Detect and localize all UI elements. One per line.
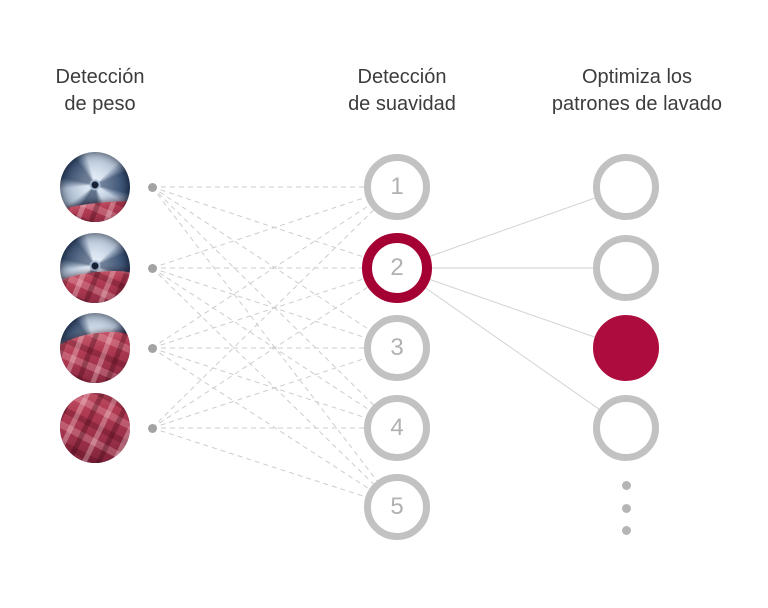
input-connector-dot bbox=[148, 264, 157, 273]
dashed-edge bbox=[151, 186, 398, 349]
header-optimize-wash-patterns: Optimiza los patrones de lavado bbox=[551, 66, 723, 115]
washer-drum-load-most-image bbox=[60, 313, 130, 383]
dashed-edge bbox=[151, 347, 398, 429]
output-node-2 bbox=[593, 235, 659, 301]
input-connector-dot bbox=[148, 424, 157, 433]
hidden-node-4-label: 4 bbox=[390, 414, 404, 441]
hidden-node-5-label: 5 bbox=[390, 493, 404, 520]
output-node-1 bbox=[593, 154, 659, 220]
dashed-edge bbox=[151, 347, 398, 508]
dashed-edge bbox=[151, 267, 398, 429]
solid-edge bbox=[396, 267, 627, 429]
washer-drum-load-quarter-image bbox=[60, 152, 130, 222]
hidden-node-4: 4 bbox=[364, 395, 430, 461]
hidden-node-5: 5 bbox=[364, 474, 430, 540]
ellipsis-dot bbox=[622, 526, 631, 535]
dashed-edge bbox=[151, 427, 398, 508]
red-fabric-medium bbox=[60, 268, 130, 303]
dashed-edge bbox=[151, 186, 398, 508]
ellipsis-dot bbox=[622, 481, 631, 490]
hidden-node-1: 1 bbox=[364, 154, 430, 220]
output-node-3-active bbox=[593, 315, 659, 381]
solid-edge bbox=[396, 186, 627, 269]
washer-drum-load-half-image bbox=[60, 233, 130, 303]
output-node-4 bbox=[593, 395, 659, 461]
hidden-node-1-label: 1 bbox=[390, 173, 404, 200]
hidden-node-3: 3 bbox=[364, 315, 430, 381]
hidden-node-3-label: 3 bbox=[390, 334, 404, 361]
dashed-edge bbox=[151, 186, 398, 429]
hidden-node-2-active: 2 bbox=[362, 233, 432, 303]
solid-edge bbox=[396, 267, 627, 349]
red-fabric-full bbox=[60, 393, 130, 463]
ellipsis-dot bbox=[622, 504, 631, 513]
input-connector-dot bbox=[148, 344, 157, 353]
input-connector-dot bbox=[148, 183, 157, 192]
red-fabric-small bbox=[60, 199, 130, 222]
header-weight-detection: Detección de peso bbox=[55, 66, 145, 115]
header-softness-detection: Detección de suavidad bbox=[348, 66, 456, 115]
hidden-node-2-label: 2 bbox=[390, 254, 404, 281]
red-fabric-large bbox=[60, 329, 130, 383]
dashed-edge bbox=[151, 186, 398, 269]
washer-drum-load-full-image bbox=[60, 393, 130, 463]
